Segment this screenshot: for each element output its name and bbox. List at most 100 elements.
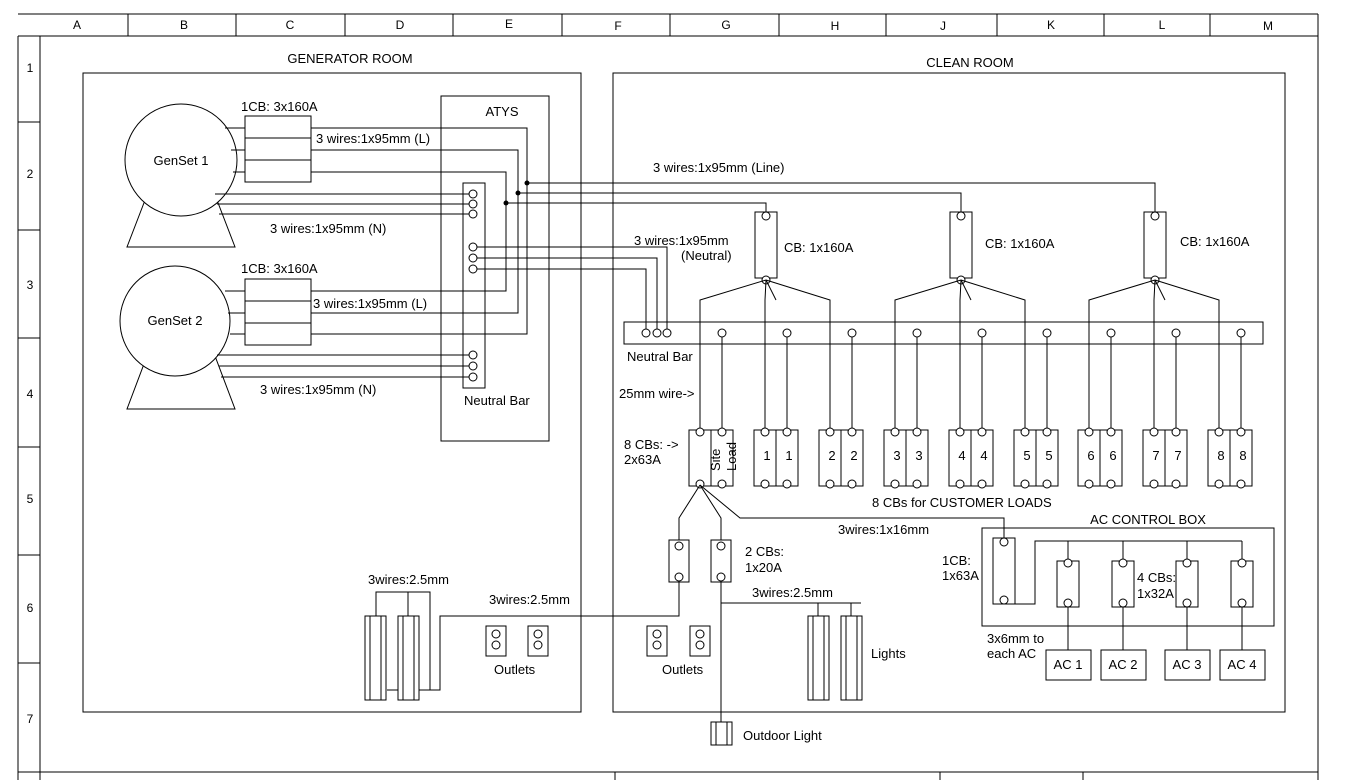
cb63-label: 1CB:: [942, 553, 971, 568]
gen-room-lights: [364, 591, 431, 701]
cb-b-label: CB: 1x160A: [985, 236, 1055, 251]
customer-breaker-number: 4: [958, 448, 965, 463]
customer-breaker-number: 1: [763, 448, 770, 463]
main-breaker: [1143, 211, 1167, 279]
col-label: G: [721, 18, 730, 32]
col-label: F: [614, 19, 621, 33]
wire-25a-label: 3wires:2.5mm: [368, 572, 449, 587]
row-labels: 1 2 3 4 5 6 7: [27, 61, 34, 726]
customer-breaker-number: 6: [1109, 448, 1116, 463]
cb20-label-2: 1x20A: [745, 560, 782, 575]
row-label: 1: [27, 61, 34, 75]
main-breaker: [949, 211, 973, 279]
ac-unit-label: AC 3: [1173, 657, 1202, 672]
wires-n2-label: 3 wires:1x95mm (N): [260, 382, 376, 397]
customer-breaker-number: 8: [1217, 448, 1224, 463]
row-label: 4: [27, 387, 34, 401]
column-dividers: [127, 14, 1211, 36]
genset-2-neutral-wires: [217, 350, 478, 382]
customer-breaker-number: 7: [1174, 448, 1181, 463]
line-feed: [503, 180, 1156, 212]
col-label: E: [505, 17, 513, 31]
ac-wire-label-2: each AC: [987, 646, 1036, 661]
column-labels: A B C D E F G H J K L M: [73, 17, 1273, 33]
customer-breaker-number: 7: [1152, 448, 1159, 463]
outdoor-light-label: Outdoor Light: [743, 728, 822, 743]
main-breaker: [754, 211, 778, 279]
clean-neutral-bar-label: Neutral Bar: [627, 349, 693, 364]
ac-unit-label: AC 1: [1054, 657, 1083, 672]
cbs8-label-2: 2x63A: [624, 452, 661, 467]
ac-unit-label: AC 4: [1228, 657, 1257, 672]
wire-25b-label: 3wires:2.5mm: [489, 592, 570, 607]
neutral-bar-terminals: [641, 328, 672, 338]
ac-control-box: [981, 527, 1275, 627]
col-label: A: [73, 18, 81, 32]
col-label: K: [1047, 18, 1055, 32]
row-label: 2: [27, 167, 34, 181]
ac-unit: [1164, 649, 1211, 681]
branch-breakers: [688, 279, 1253, 489]
ac-unit: [1219, 649, 1266, 681]
customer-breaker-number: 3: [915, 448, 922, 463]
ac-units: AC 1 AC 2 AC 3 AC 4: [1045, 649, 1266, 681]
cb-a-label: CB: 1x160A: [784, 240, 854, 255]
col-label: L: [1159, 18, 1166, 32]
col-label: H: [831, 19, 840, 33]
genset-label: GenSet 2: [148, 313, 203, 328]
row-label: 3: [27, 278, 34, 292]
outlets-1-label: Outlets: [494, 662, 536, 677]
cb-c-label: CB: 1x160A: [1180, 234, 1250, 249]
clean-room-title: CLEAN ROOM: [926, 55, 1013, 70]
site-label: Site: [708, 449, 723, 471]
wires-l1-label: 3 wires:1x95mm (L): [316, 131, 430, 146]
cbs8-label: 8 CBs: ->: [624, 437, 679, 452]
row-dividers: [18, 121, 40, 664]
cb32-label: 4 CBs:: [1137, 570, 1176, 585]
customer-breaker-number: 8: [1239, 448, 1246, 463]
genset-2-breaker-label: 1CB: 3x160A: [241, 261, 318, 276]
neutral-wires-label: 3 wires:1x95mm: [634, 233, 729, 248]
lights-label: Lights: [871, 646, 906, 661]
customer-breaker-number: 3: [893, 448, 900, 463]
cb32-label-2: 1x32A: [1137, 586, 1174, 601]
customer-loads-label: 8 CBs for CUSTOMER LOADS: [872, 495, 1052, 510]
wire-25-label: 25mm wire->: [619, 386, 695, 401]
row-label: 7: [27, 712, 34, 726]
gen-neutral-bar-label: Neutral Bar: [464, 393, 530, 408]
col-label: M: [1263, 19, 1273, 33]
customer-breaker-number: 2: [828, 448, 835, 463]
ac-unit-label: AC 2: [1109, 657, 1138, 672]
outlets-2-label: Outlets: [662, 662, 704, 677]
ac-box-label: AC CONTROL BOX: [1090, 512, 1206, 527]
neutral-feed: [468, 242, 668, 333]
genset-1-breaker: [225, 115, 312, 183]
ac-wire-label: 3x6mm to: [987, 631, 1044, 646]
outdoor-light: [710, 721, 733, 746]
customer-breaker-number: 2: [850, 448, 857, 463]
ac-main-breaker: [992, 537, 1016, 605]
customer-breaker-number: 5: [1023, 448, 1030, 463]
customer-breaker-number: 4: [980, 448, 987, 463]
row-label: 6: [27, 601, 34, 615]
wires-n1-label: 3 wires:1x95mm (N): [270, 221, 386, 236]
load-label: Load: [724, 442, 739, 471]
genset-1-neutral-wires: [215, 189, 478, 219]
genset-1-breaker-label: 1CB: 3x160A: [241, 99, 318, 114]
ac-unit: [1100, 649, 1147, 681]
neutral-wires-label-2: (Neutral): [681, 248, 732, 263]
generator-room: [82, 72, 582, 713]
main-breakers: [754, 211, 1167, 285]
ac-unit: [1045, 649, 1092, 681]
gen-neutral-bar: [462, 182, 486, 389]
genset-1-line-wires: [311, 127, 528, 203]
atys-label: ATYS: [486, 104, 519, 119]
wire-16-label: 3wires:1x16mm: [838, 522, 929, 537]
cb20-label: 2 CBs:: [745, 544, 784, 559]
clean-neutral-bar: [623, 321, 1264, 345]
line-wires-label: 3 wires:1x95mm (Line): [653, 160, 785, 175]
outlets: [485, 625, 711, 657]
wires-l2-label: 3 wires:1x95mm (L): [313, 296, 427, 311]
